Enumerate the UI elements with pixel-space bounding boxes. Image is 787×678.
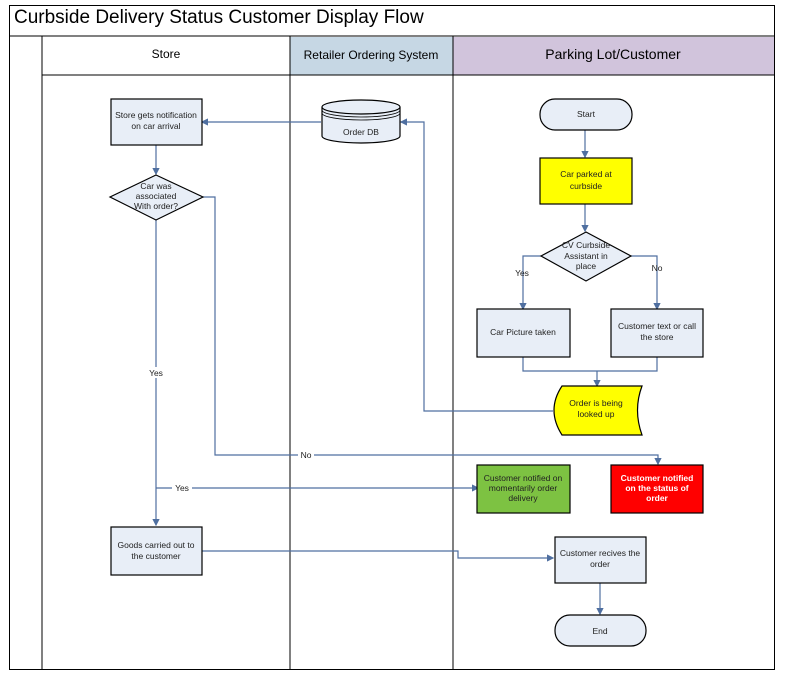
label-cv-yes: Yes <box>515 268 529 278</box>
svg-text:Customer notified on: Customer notified on <box>484 473 563 483</box>
svg-text:CV Curbside: CV Curbside <box>562 240 610 250</box>
svg-text:Order is being: Order is being <box>569 398 623 408</box>
diagram-title: Curbside Delivery Status Customer Displa… <box>14 7 424 28</box>
edge-cv-yes <box>519 255 541 311</box>
svg-text:looked up: looked up <box>578 409 615 419</box>
svg-text:Store gets notification: Store gets notification <box>115 110 197 120</box>
node-order-lookup[interactable]: Order is being looked up <box>553 385 643 436</box>
svg-text:place: place <box>576 261 597 271</box>
svg-text:End: End <box>592 626 607 636</box>
edge-lookup-to-db <box>399 118 553 412</box>
lane-header-ordering: Retailer Ordering System <box>304 48 439 62</box>
node-car-picture[interactable]: Car Picture taken <box>476 308 571 358</box>
node-notified-status[interactable]: Customer notified on the status of order <box>610 464 704 514</box>
label-assoc-yes: Yes <box>149 368 163 378</box>
node-store-notify[interactable]: Store gets notification on car arrival <box>110 98 203 146</box>
svg-text:With order?: With order? <box>134 201 178 211</box>
svg-text:the customer: the customer <box>131 551 180 561</box>
svg-text:Car parked at: Car parked at <box>560 169 612 179</box>
diagram-frame <box>9 5 775 670</box>
svg-text:order: order <box>646 493 668 503</box>
svg-text:the store: the store <box>640 332 673 342</box>
svg-text:Customer recives the: Customer recives the <box>560 548 641 558</box>
node-car-associated-decision[interactable]: Car was associated With order? <box>108 174 205 221</box>
node-order-db[interactable]: Order DB <box>321 99 401 144</box>
svg-text:Car Picture taken: Car Picture taken <box>490 327 556 337</box>
edge-cv-no <box>631 255 661 311</box>
svg-text:Assistant in: Assistant in <box>564 251 608 261</box>
label-assoc-no: No <box>301 450 312 460</box>
edge-goods-to-receive <box>202 550 555 562</box>
lane-header-store: Store <box>152 47 181 61</box>
svg-text:Customer text or call: Customer text or call <box>618 321 696 331</box>
svg-text:order: order <box>590 559 610 569</box>
svg-text:on car arrival: on car arrival <box>131 121 180 131</box>
label-cv-no: No <box>652 263 663 273</box>
node-customer-text[interactable]: Customer text or call the store <box>610 308 704 358</box>
node-goods-carried-out[interactable]: Goods carried out to the customer <box>110 526 203 576</box>
svg-text:momentarily order: momentarily order <box>489 483 558 493</box>
label-yes-branch: Yes <box>175 483 189 493</box>
node-start[interactable]: Start <box>539 98 633 131</box>
node-end[interactable]: End <box>554 614 647 647</box>
svg-text:Customer notified: Customer notified <box>621 473 694 483</box>
node-car-parked[interactable]: Car parked at curbside <box>539 157 633 205</box>
svg-text:curbside: curbside <box>570 181 602 191</box>
lane-header-bg-customer <box>453 37 774 75</box>
node-cv-assistant-decision[interactable]: CV Curbside Assistant in place <box>539 231 633 282</box>
edge-merge <box>522 357 658 372</box>
svg-text:Car was: Car was <box>140 181 171 191</box>
svg-text:associated: associated <box>136 191 177 201</box>
node-customer-receives[interactable]: Customer recives the order <box>554 536 647 584</box>
svg-text:on the status of: on the status of <box>625 483 688 493</box>
svg-text:Start: Start <box>577 109 596 119</box>
lane-header-bg-ordering <box>290 37 453 75</box>
node-notified-momentarily[interactable]: Customer notified on momentarily order d… <box>476 464 571 514</box>
svg-text:Order DB: Order DB <box>343 127 379 137</box>
lane-header-customer: Parking Lot/Customer <box>545 46 681 62</box>
svg-text:Goods carried out to: Goods carried out to <box>117 540 194 550</box>
edge-assoc-no <box>203 196 662 466</box>
svg-text:delivery: delivery <box>508 493 538 503</box>
